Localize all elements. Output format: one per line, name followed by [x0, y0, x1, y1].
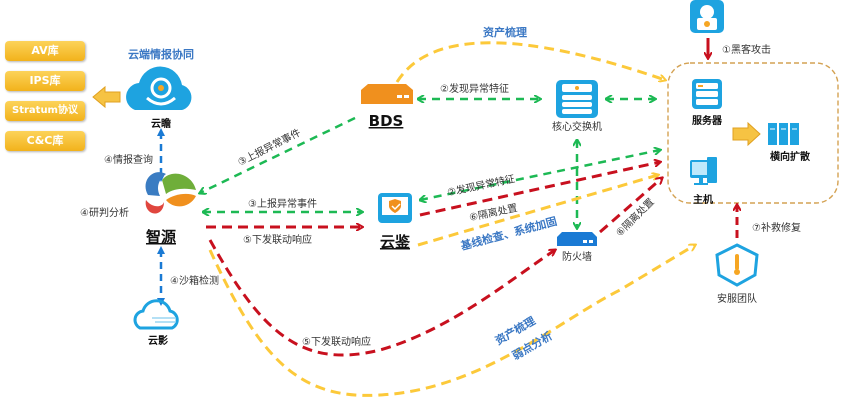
label-sandbox: ④沙箱检测 [170, 274, 219, 287]
label-remedy: ⑦补救修复 [752, 221, 801, 234]
lateral-label: 横向扩散 [770, 150, 811, 163]
line-asset-sort-bottom [208, 245, 695, 397]
label-asset-top: 资产梳理 [483, 25, 527, 39]
label-dispatch-yunjian: ⑤下发联动响应 [243, 233, 312, 246]
line-yunjian-zone-red [419, 162, 660, 217]
arrow-to-libraries [92, 85, 121, 109]
yunzhan-cloud-icon [126, 66, 192, 110]
yunjian-label: 云鉴 [380, 233, 411, 251]
label-isolate-yunjian: ⑥隔离处置 [468, 201, 519, 224]
host-computer-icon [690, 157, 717, 185]
library-ips: IPS库 [5, 71, 85, 91]
bds-label: BDS [369, 112, 404, 130]
yunying-label: 云影 [148, 335, 168, 347]
line-yunjian-zone-yellow [417, 175, 658, 247]
label-report-bds: ③上报异常事件 [235, 126, 302, 169]
line-bds-report [200, 116, 356, 193]
firewall-icon [557, 232, 597, 246]
label-isolate-firewall: ⑥隔离处置 [613, 195, 657, 239]
line-firewall-zone-red [599, 178, 662, 234]
server-label: 服务器 [692, 114, 723, 127]
arrow-lateral-spread [732, 121, 761, 147]
label-attack: ①黑客攻击 [722, 43, 771, 56]
core-switch-label: 核心交换机 [552, 120, 602, 133]
hacker-icon [690, 0, 724, 33]
bds-device-icon [361, 84, 413, 104]
server-icon [692, 79, 722, 109]
asset-zone-box [667, 62, 839, 204]
line-dispatch-firewall [208, 239, 555, 357]
zhiyuan-logo-icon [145, 172, 196, 214]
library-av: AV库 [5, 41, 85, 61]
yunying-cloud-icon [133, 299, 179, 330]
lateral-servers-icon [768, 123, 799, 145]
security-team-label: 安服团队 [717, 292, 757, 305]
line-asset-sort-top [395, 41, 665, 82]
label-intel-query: ④情报查询 [104, 153, 153, 166]
core-switch-icon [556, 80, 598, 118]
library-cc: C&C库 [5, 131, 85, 151]
security-team-icon [715, 243, 759, 287]
label-report-yunjian: ③上报异常事件 [248, 197, 317, 210]
label-dispatch-firewall: ⑤下发联动响应 [302, 335, 371, 348]
zhiyuan-label: 智源 [146, 228, 176, 246]
yunjian-monitor-icon [378, 193, 412, 223]
label-analysis: ④研判分析 [80, 206, 129, 219]
library-stratum: Stratum协议 [5, 101, 85, 121]
firewall-label: 防火墙 [562, 250, 592, 263]
yunzhan-label: 云瞻 [151, 117, 171, 130]
host-label: 主机 [693, 193, 713, 206]
cloud-intel-title: 云端情报协同 [128, 47, 194, 61]
label-bds-discover: ②发现异常特征 [440, 82, 509, 95]
